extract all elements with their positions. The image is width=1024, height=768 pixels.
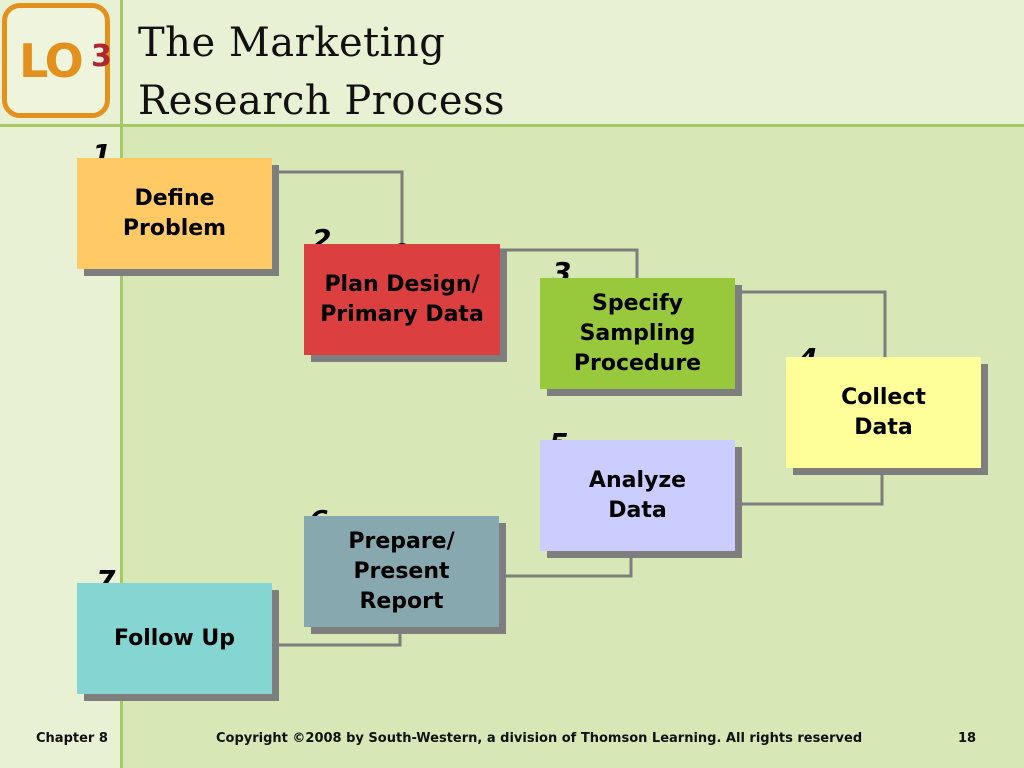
step-label-line: Analyze [588, 467, 687, 493]
step-label-line: Plan Design/ [324, 271, 480, 297]
footer-page-number: 18 [958, 731, 977, 746]
footer-chapter: Chapter 8 [36, 731, 108, 746]
step-label-line: Data [608, 497, 667, 523]
connector-3-4 [735, 290, 887, 367]
title-line-2: Research Process [138, 78, 506, 124]
badge-prefix: LO [19, 34, 84, 88]
connector-1-2 [274, 170, 404, 252]
horizontal-divider [0, 124, 1024, 127]
connector-5-6 [489, 552, 633, 578]
step-box-follow-up: Follow Up [77, 583, 272, 694]
step-box-collect-data: Collect Data [786, 357, 981, 468]
step-label-line: Follow Up [113, 625, 236, 651]
title-line-1: The Marketing [138, 20, 446, 66]
step-box-analyze-data: Analyze Data [540, 440, 735, 551]
step-label-line: Report [359, 588, 444, 614]
step-label-line: Specify [591, 290, 683, 316]
step-box-specify-sampling: Specify Sampling Procedure [540, 278, 735, 389]
step-label-line: Define [134, 185, 215, 211]
step-label-line: Procedure [573, 350, 702, 376]
step-label-line: Problem [122, 215, 227, 241]
learning-objective-badge: LO 3 [2, 3, 112, 118]
connector-6-7 [260, 627, 402, 647]
step-label-line: Primary Data [320, 301, 484, 327]
footer-copyright: Copyright ©2008 by South-Western, a divi… [216, 731, 863, 746]
title-band [0, 0, 1024, 125]
step-box-plan-design: Plan Design/ Primary Data [304, 244, 500, 355]
slide-title: The Marketing Research Process [138, 14, 558, 130]
step-box-define-problem: Define Problem [77, 158, 272, 269]
step-label-line: Present [353, 558, 450, 584]
vertical-divider [120, 0, 123, 768]
connector-4-5 [726, 470, 884, 506]
step-label-line: Sampling [579, 320, 696, 346]
step-box-prepare-report: Prepare/ Present Report [304, 516, 499, 627]
step-label-line: Prepare/ [348, 528, 455, 554]
connector-2-3 [500, 248, 639, 288]
step-label-line: Collect [841, 384, 926, 410]
step-label-line: Data [854, 414, 913, 440]
badge-number: 3 [91, 39, 112, 74]
